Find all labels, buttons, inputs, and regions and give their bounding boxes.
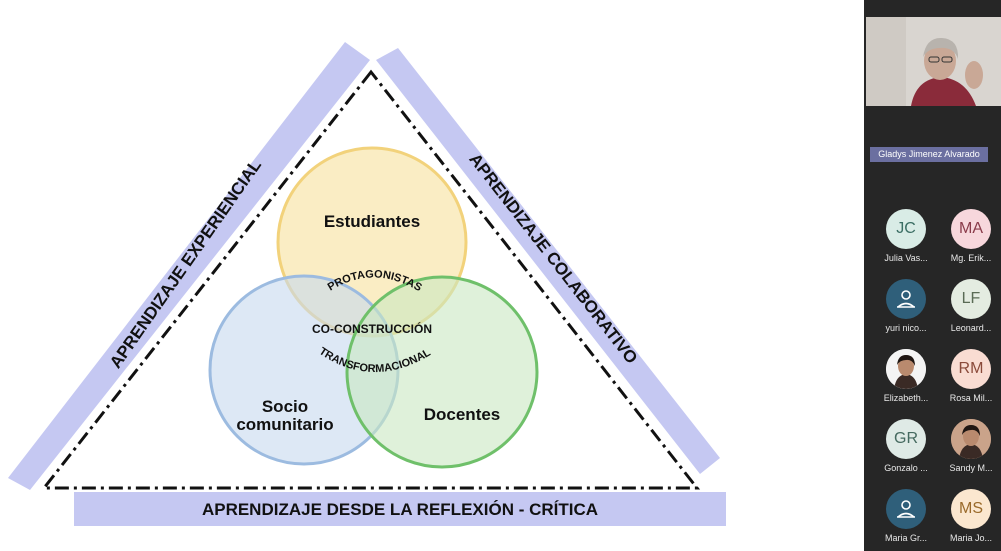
circle-docentes <box>345 275 539 469</box>
participant-tile[interactable]: Sandy M... <box>940 419 1001 473</box>
participant-photo <box>951 419 991 459</box>
speaker-video-illustration <box>866 17 1001 106</box>
participant-tile[interactable]: Elizabeth... <box>875 349 937 403</box>
participant-tile[interactable]: MA Mg. Erik... <box>940 209 1001 263</box>
participants-sidebar: JC Julia Vas... MA Mg. Erik... yuri nico... L… <box>864 0 1001 551</box>
participant-avatar: MA <box>951 209 991 249</box>
person-icon <box>886 279 926 319</box>
participant-name: yuri nico... <box>885 323 927 333</box>
dashed-triangle <box>40 69 701 490</box>
presentation-slide: APRENDIZAJE EXPERIENCIAL APRENDIZAJE COL… <box>0 0 864 551</box>
participant-tile[interactable]: GR Gonzalo ... <box>875 419 937 473</box>
learning-diagram: APRENDIZAJE EXPERIENCIAL APRENDIZAJE COL… <box>8 42 726 526</box>
participant-name: Maria Jo... <box>949 533 992 543</box>
label-socio: Socio <box>262 397 308 416</box>
participant-name: Julia Vas... <box>884 253 928 263</box>
participant-name: Sandy M... <box>949 463 993 473</box>
participant-avatar: JC <box>886 209 926 249</box>
participant-name: Mg. Erik... <box>950 253 992 263</box>
speaker-name-label: Gladys Jimenez Alvarado <box>870 147 988 162</box>
participant-name: Maria Gr... <box>884 533 927 543</box>
participant-name: Leonard... <box>950 323 992 333</box>
label-docentes: Docentes <box>424 405 501 424</box>
participant-tile[interactable]: RM Rosa Mil... <box>940 349 1001 403</box>
participant-tile[interactable]: JC Julia Vas... <box>875 209 937 263</box>
participant-avatar: LF <box>951 279 991 319</box>
participant-avatar: RM <box>951 349 991 389</box>
participant-name: Elizabeth... <box>883 393 929 403</box>
participant-avatar: MS <box>951 489 991 529</box>
participant-name: Gonzalo ... <box>884 463 928 473</box>
label-co-construccion: CO-CONSTRUCCIÓN <box>312 321 432 336</box>
participant-tile[interactable]: MS Maria Jo... <box>940 489 1001 543</box>
left-band <box>8 42 370 490</box>
participant-tile[interactable]: LF Leonard... <box>940 279 1001 333</box>
label-aprendizaje-reflexion: APRENDIZAJE DESDE LA REFLEXIÓN - CRÍTICA <box>202 500 598 519</box>
participant-avatar: GR <box>886 419 926 459</box>
person-icon <box>886 489 926 529</box>
label-comunitario: comunitario <box>236 415 333 434</box>
participant-tile[interactable]: Maria Gr... <box>875 489 937 543</box>
participant-photo <box>886 349 926 389</box>
participant-name: Rosa Mil... <box>949 393 993 403</box>
bottom-band <box>74 492 726 526</box>
label-estudiantes: Estudiantes <box>324 212 420 231</box>
speaker-video[interactable] <box>866 17 1001 106</box>
right-band <box>376 48 720 474</box>
participant-tile[interactable]: yuri nico... <box>875 279 937 333</box>
